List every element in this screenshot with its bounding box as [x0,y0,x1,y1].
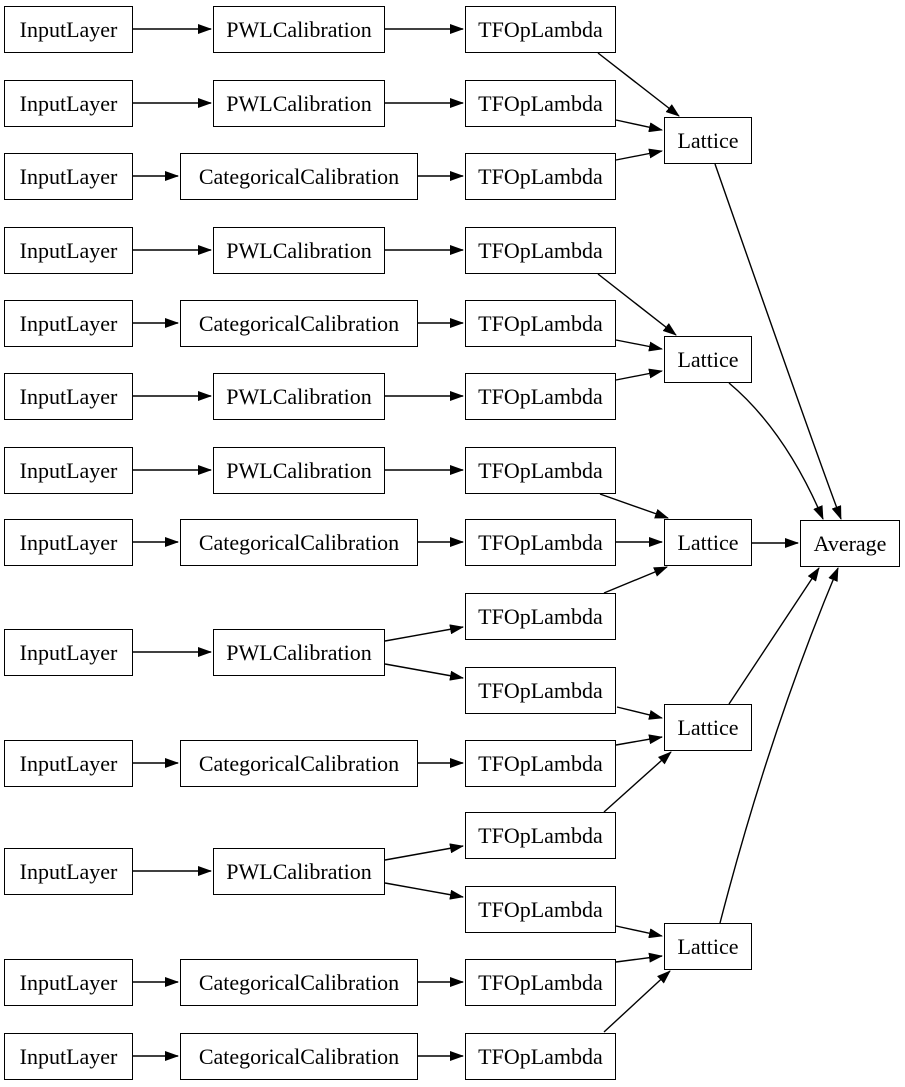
node-input_11: InputLayer [4,848,133,895]
node-lambda_7: TFOpLambda [465,447,616,494]
node-lambda_10: TFOpLambda [465,667,616,714]
node-lambda_14: TFOpLambda [465,959,616,1006]
edge-calib_9-to-lambda_9 [384,624,464,642]
node-lambda_9: TFOpLambda [465,593,616,640]
node-calib_6: PWLCalibration [213,373,385,420]
node-input_9: InputLayer [4,629,133,676]
node-lambda_13: TFOpLambda [465,886,616,933]
edge-calib_9-to-lambda_10 [384,663,464,681]
edge-lambda_9-to-lattice_3 [603,566,668,594]
node-input_5: InputLayer [4,300,133,347]
node-lattice_3: Lattice [664,519,752,566]
node-lambda_6: TFOpLambda [465,373,616,420]
node-calib_7: PWLCalibration [213,447,385,494]
node-calib_9: PWLCalibration [213,629,385,676]
edge-lattice_4-to-average [728,567,820,705]
node-lambda_2: TFOpLambda [465,80,616,127]
node-input_13: InputLayer [4,1033,133,1080]
node-lambda_11: TFOpLambda [465,740,616,787]
edge-lambda_5-to-lattice_2 [615,339,663,352]
node-calib_10: CategoricalCalibration [180,740,418,787]
node-calib_12: CategoricalCalibration [180,959,418,1006]
node-calib_4: PWLCalibration [213,227,385,274]
node-lambda_12: TFOpLambda [465,812,616,859]
node-lambda_15: TFOpLambda [465,1033,616,1080]
node-calib_2: PWLCalibration [213,80,385,127]
node-input_7: InputLayer [4,447,133,494]
node-lambda_4: TFOpLambda [465,227,616,274]
edge-lambda_13-to-lattice_5 [615,925,663,939]
node-calib_1: PWLCalibration [213,6,385,53]
node-average: Average [800,520,900,567]
node-lambda_3: TFOpLambda [465,153,616,200]
edge-calib_11-to-lambda_13 [384,882,464,900]
node-calib_5: CategoricalCalibration [180,300,418,347]
node-calib_3: CategoricalCalibration [180,153,418,200]
node-input_4: InputLayer [4,227,133,274]
node-input_6: InputLayer [4,373,133,420]
node-calib_8: CategoricalCalibration [180,519,418,566]
node-input_2: InputLayer [4,80,133,127]
edge-lambda_2-to-lattice_1 [615,119,663,133]
edge-lattice_2-to-average [728,382,824,520]
node-calib_11: PWLCalibration [213,848,385,895]
node-lambda_1: TFOpLambda [465,6,616,53]
node-input_1: InputLayer [4,6,133,53]
edge-lambda_3-to-lattice_1 [615,148,663,161]
edge-lambda_14-to-lattice_5 [615,952,663,963]
node-lambda_8: TFOpLambda [465,519,616,566]
node-lattice_4: Lattice [664,704,752,751]
edge-lambda_6-to-lattice_2 [615,368,663,381]
edge-lambda_11-to-lattice_4 [615,734,663,746]
node-input_3: InputLayer [4,153,133,200]
node-input_12: InputLayer [4,959,133,1006]
edge-lambda_10-to-lattice_4 [616,706,663,720]
node-lattice_1: Lattice [664,117,752,164]
edge-calib_11-to-lambda_12 [384,843,464,861]
node-lattice_2: Lattice [664,336,752,383]
node-input_8: InputLayer [4,519,133,566]
node-input_10: InputLayer [4,740,133,787]
node-lattice_5: Lattice [664,923,752,970]
edge-lambda_7-to-lattice_3 [599,493,669,519]
node-calib_13: CategoricalCalibration [180,1033,418,1080]
node-lambda_5: TFOpLambda [465,300,616,347]
